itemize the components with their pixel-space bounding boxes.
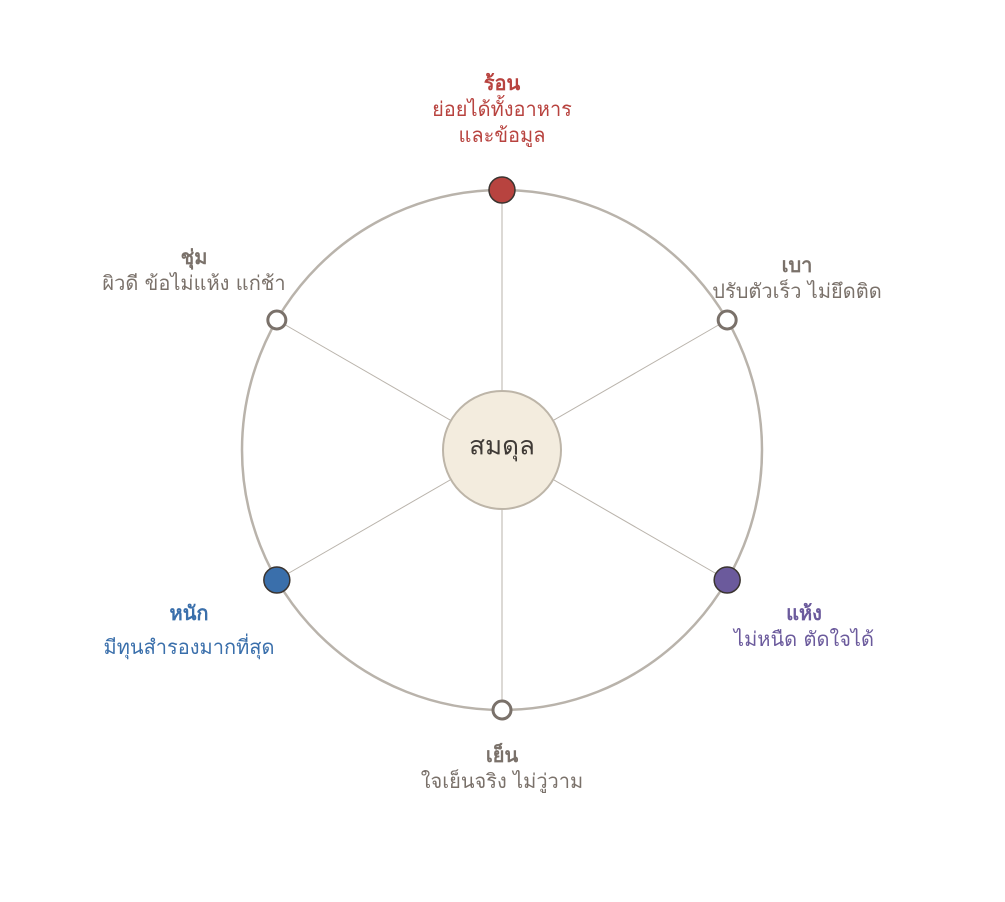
node-title-light: เบา: [781, 253, 813, 277]
node-label-hot: ร้อน ย่อยได้ทั้งอาหาร และข้อมูล: [432, 70, 572, 148]
node-dot-light: [716, 309, 738, 331]
node-title-hot: ร้อน: [483, 71, 521, 95]
node-dot-heavy: [263, 566, 291, 594]
node-desc-light: ปรับตัวเร็ว ไม่ยึดติด: [712, 279, 882, 303]
center-circle: [442, 390, 562, 510]
node-desc-hot-line-1: ย่อยได้ทั้งอาหาร: [432, 97, 572, 121]
node-desc-moist: ผิวดี ข้อไม่แห้ง แก่ช้า: [102, 271, 286, 295]
node-desc-dry: ไม่หนืด ตัดใจได้: [734, 627, 874, 651]
node-dot-hot: [488, 176, 516, 204]
node-label-moist: ชุ่ม ผิวดี ข้อไม่แห้ง แก่ช้า: [102, 244, 285, 296]
node-desc-cool: ใจเย็นจริง ไม่วู่วาม: [420, 769, 584, 793]
node-label-cool: เย็น ใจเย็นจริง ไม่วู่วาม: [421, 742, 583, 794]
node-label-dry: แห้ง ไม่หนืด ตัดใจได้: [734, 600, 874, 652]
node-label-heavy: หนัก มีทุนสำรองมากที่สุด: [104, 600, 275, 660]
node-label-light: เบา ปรับตัวเร็ว ไม่ยึดติด: [712, 252, 881, 304]
node-title-moist: ชุ่ม: [180, 245, 208, 269]
node-desc-hot-line-2: และข้อมูล: [458, 123, 546, 147]
node-dot-moist: [266, 309, 288, 331]
node-desc-heavy: มีทุนสำรองมากที่สุด: [103, 635, 275, 659]
node-dot-dry: [713, 566, 741, 594]
node-title-cool: เย็น: [485, 743, 519, 767]
node-title-dry: แห้ง: [786, 601, 822, 625]
center-balance-label: สมดุล: [469, 431, 535, 462]
node-title-heavy: หนัก: [169, 601, 209, 625]
node-dot-cool: [491, 699, 513, 721]
